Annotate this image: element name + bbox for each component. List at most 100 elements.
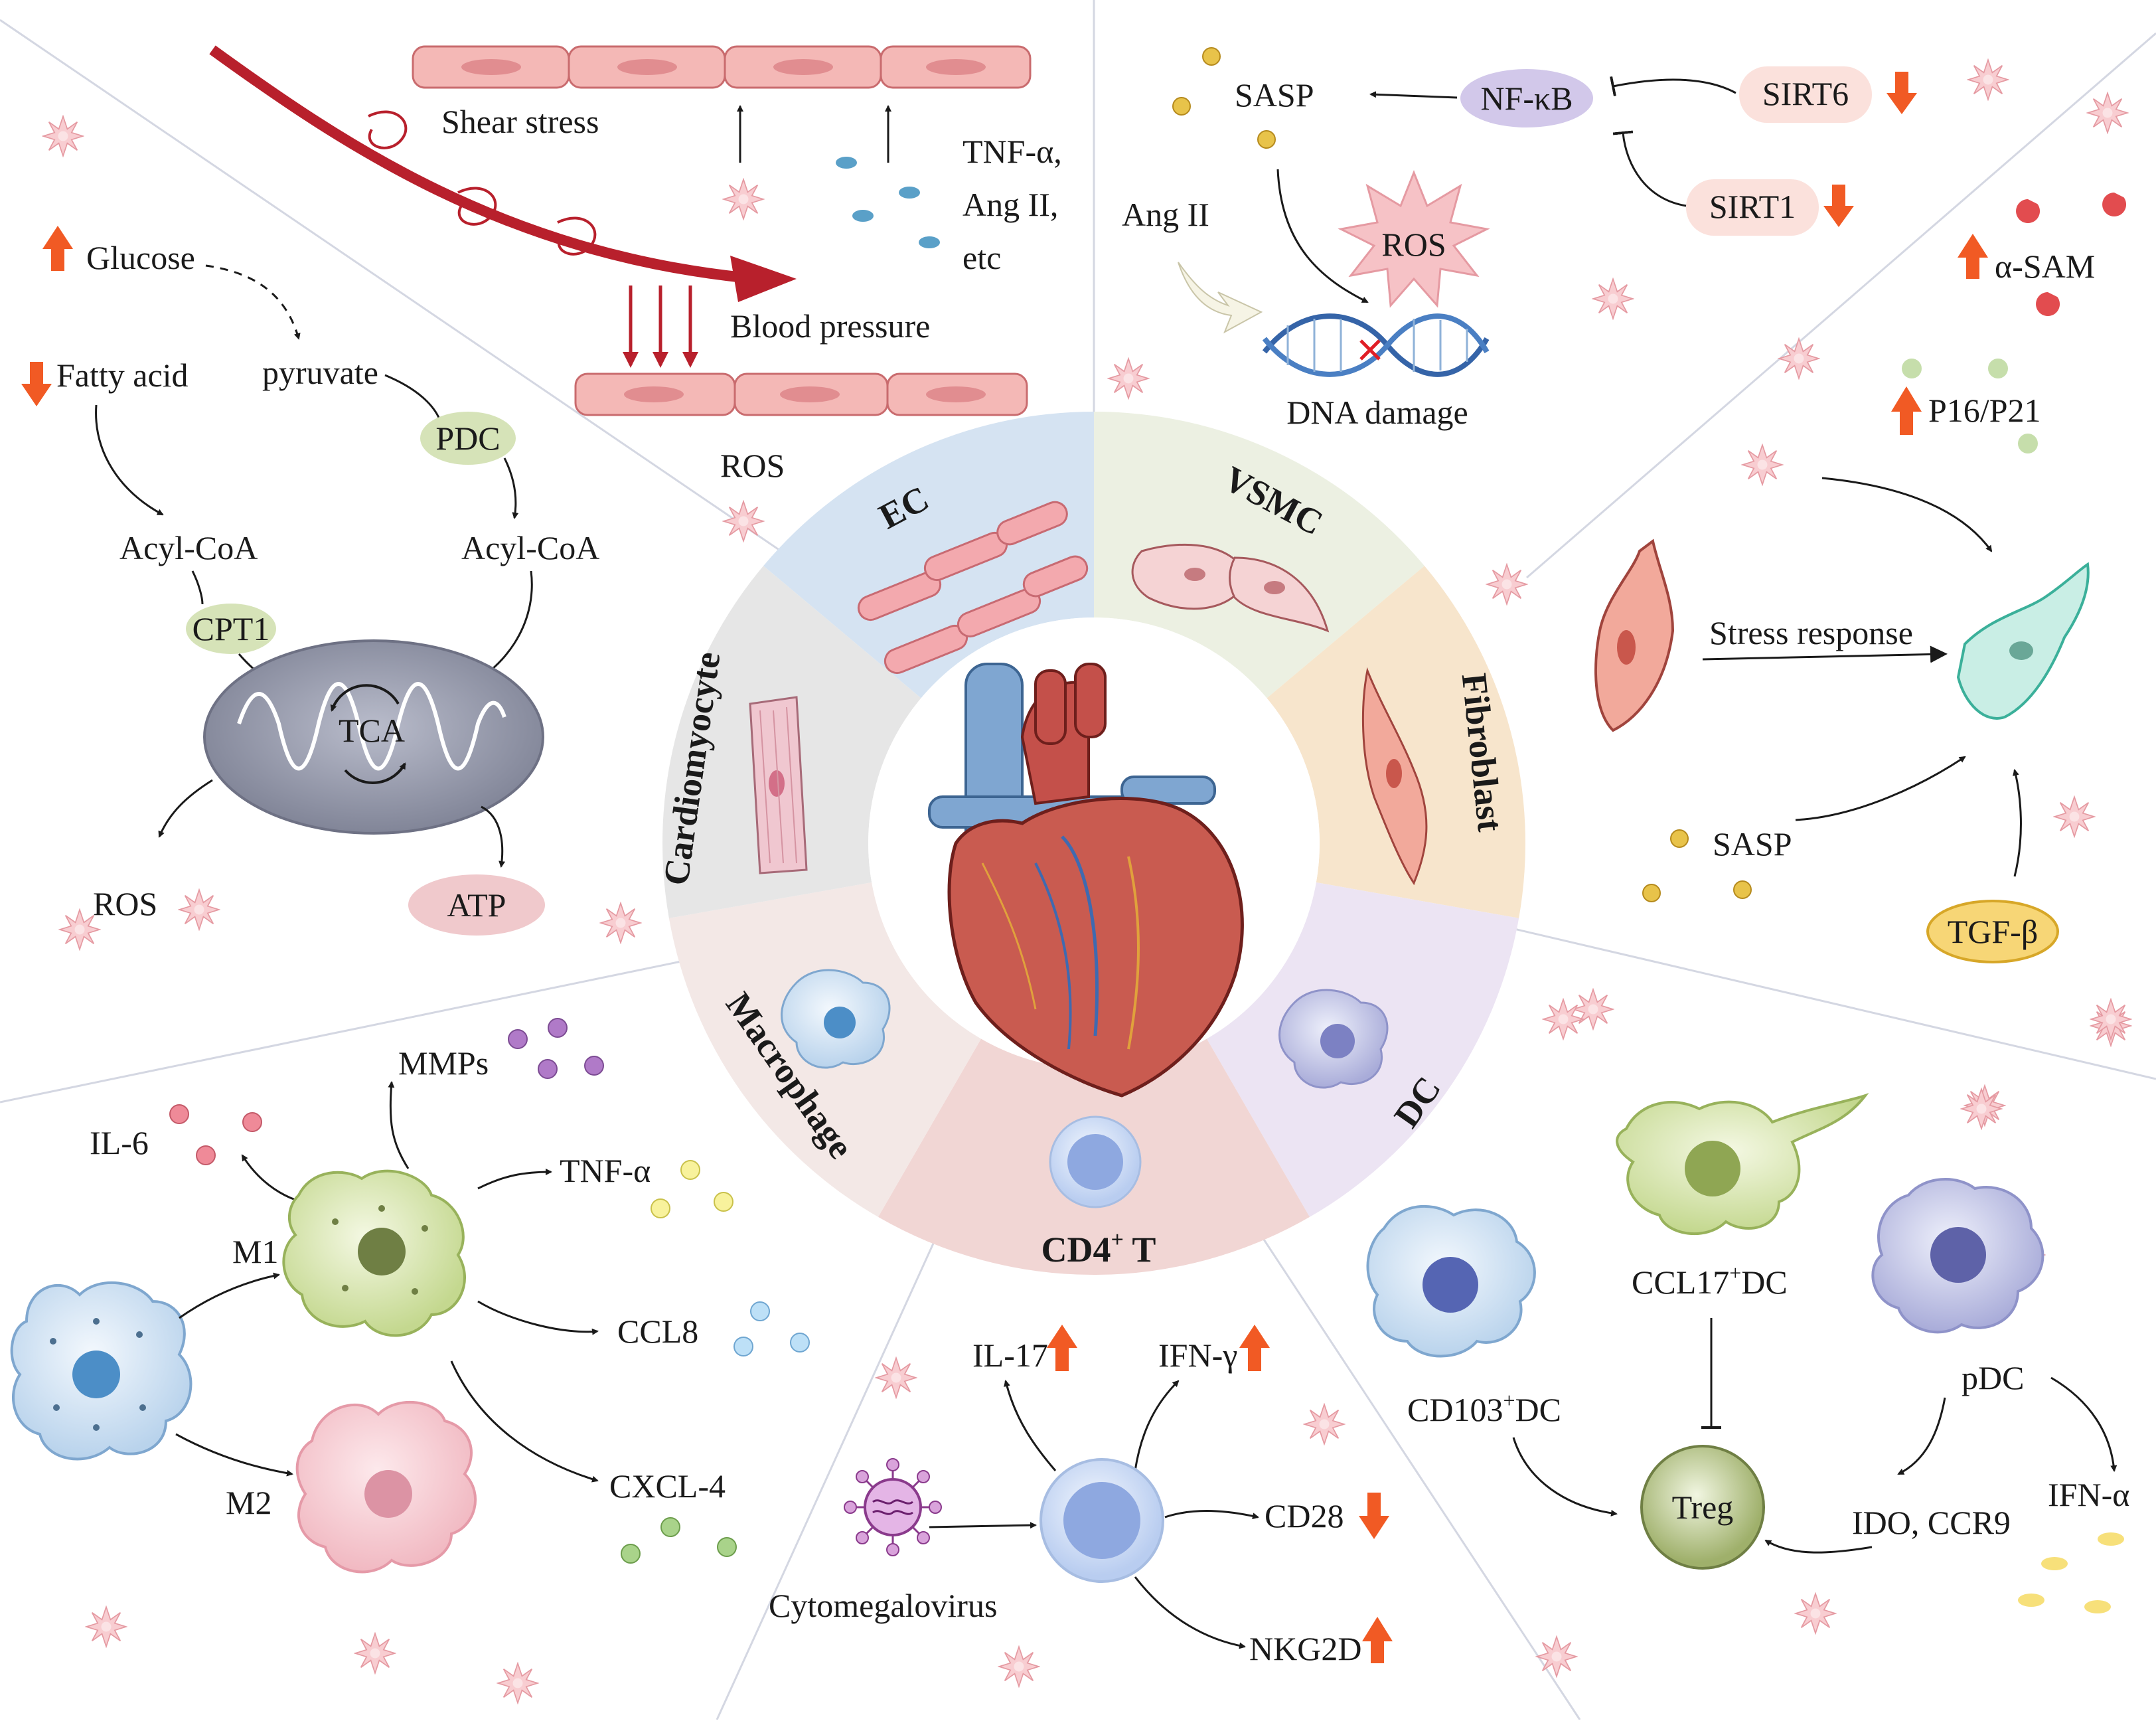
label-atp: ATP (447, 886, 506, 924)
cd4t-mini (1049, 1115, 1142, 1208)
sector-vsmc (1094, 412, 1424, 698)
nfkb-node (1460, 69, 1593, 127)
label-sirt6: SIRT6 (1762, 75, 1849, 112)
myofibroblast-cell (1956, 562, 2090, 720)
up-arrow-il17 (1047, 1325, 1077, 1371)
ros-star-icon (876, 1357, 917, 1398)
ros-star-icon (2087, 92, 2128, 133)
vsmc-panel: SASP NF-κB SIRT6 SIRT1 Ang II ROS DNA da… (1122, 47, 1917, 431)
wheel-label-cd4t: CD4+ T (1041, 1228, 1156, 1270)
label-shear-stress: Shear stress (441, 103, 599, 140)
label-stress-response: Stress response (1709, 614, 1913, 651)
ros-star-icon (723, 501, 764, 542)
label-ros-cardio: ROS (93, 885, 157, 922)
ros-star-icon (1795, 1593, 1836, 1634)
label-glucose: Glucose (86, 239, 195, 276)
ros-star-icon (1742, 444, 1783, 485)
ros-star-icon (354, 1633, 396, 1674)
label-il6: IL-6 (90, 1124, 149, 1161)
ros-star-icon (2090, 999, 2131, 1040)
label-cmv: Cytomegalovirus (769, 1587, 997, 1624)
label-cpt1: CPT1 (193, 610, 270, 647)
cardiomyocyte-panel: Glucose Fatty acid pyruvate PDC Acyl-CoA… (21, 226, 599, 936)
label-fatty-acid: Fatty acid (56, 357, 189, 394)
up-arrow-glucose (42, 226, 73, 271)
ros-star-icon (723, 179, 764, 220)
ros-star-icon (86, 1606, 127, 1647)
label-etc: etc (963, 239, 1001, 276)
ros-starburst-vsmc (1338, 169, 1490, 308)
label-sasp-fib: SASP (1713, 825, 1792, 862)
label-il17: IL-17 (972, 1337, 1048, 1374)
label-acyl-coa-left: Acyl-CoA (119, 529, 258, 566)
label-cxcl4: CXCL-4 (609, 1467, 726, 1505)
ros-star-icon (600, 902, 641, 944)
ros-star-icon (2054, 796, 2095, 837)
sasp-dots-fib (1642, 829, 1752, 902)
mitochondrion (203, 639, 544, 835)
label-sirt1: SIRT1 (1709, 188, 1796, 225)
ros-star-icon (1543, 999, 1584, 1040)
label-tca: TCA (339, 712, 405, 749)
shear-swirls (368, 110, 597, 256)
label-acyl-coa-right: Acyl-CoA (461, 529, 599, 566)
fibroblast-cell-mini (1361, 667, 1428, 886)
label-ccl17dc: CCL17+DC (1632, 1261, 1788, 1301)
down-arrow-cd28 (1359, 1493, 1389, 1539)
blood-flow-arrow (209, 45, 744, 283)
pdc-node (420, 412, 516, 465)
up-arrow-nkg2d (1362, 1617, 1393, 1663)
down-arrow-fatty-acid (21, 362, 52, 406)
ros-star-icon (1967, 59, 2009, 100)
sasp-dots-vsmc (1172, 47, 1276, 149)
label-mmps: MMPs (398, 1044, 489, 1082)
label-tnf: TNF-α, (963, 133, 1062, 170)
label-ang2: Ang II, (963, 186, 1058, 223)
label-ccl8: CCL8 (617, 1313, 698, 1350)
macrophage-mini (781, 969, 891, 1069)
label-m1: M1 (232, 1233, 278, 1270)
ros-star-icon (1486, 564, 1527, 605)
label-nkg2d: NKG2D (1249, 1630, 1361, 1667)
atp-node (408, 874, 545, 936)
ros-star-icon (1573, 989, 1614, 1030)
dc-mini (1278, 989, 1389, 1089)
label-pyruvate: pyruvate (262, 354, 378, 391)
label-p16p21: P16/P21 (1928, 392, 2041, 429)
down-arrow-sirt6 (1887, 72, 1917, 114)
label-ang2-vsmc: Ang II (1122, 196, 1209, 233)
up-arrow-asam (1958, 234, 1988, 279)
fibroblast-panel: α-SAM P16/P21 Stress response SASP TGF-β (1594, 186, 2127, 963)
label-pdc: pDC (1962, 1359, 2024, 1396)
ros-star-icon (1592, 278, 1634, 319)
cd4t-panel: IL-17 IFN-γ CD28 NKG2D Cytomegalovirus (769, 1325, 1393, 1667)
label-m2: M2 (226, 1484, 271, 1521)
label-cd28: CD28 (1265, 1497, 1344, 1534)
ros-star-icon (497, 1663, 538, 1704)
ros-star-icon (1304, 1404, 1345, 1445)
heart-illustration (928, 663, 1244, 1098)
ros-star-icon (42, 116, 84, 157)
ros-star-icon (179, 889, 220, 930)
dc-panel: CCL17+DC CD103+DC pDC Treg IDO, CCR9 IFN… (1366, 1093, 2129, 1613)
sirt1-node (1686, 179, 1819, 236)
label-blood-pressure: Blood pressure (730, 307, 930, 345)
label-tnfa-mac: TNF-α (560, 1152, 651, 1189)
ccl17-dc-cell (1616, 1093, 1869, 1236)
label-ros-ec: ROS (720, 447, 785, 484)
macrophage-panel: MMPs IL-6 TNF-α M1 CCL8 CXCL-4 (10, 1018, 810, 1574)
treg-cell (1640, 1445, 1765, 1570)
label-cd103dc: CD103+DC (1407, 1388, 1561, 1428)
dna-helix (1262, 313, 1490, 377)
ros-star-icon (1778, 338, 1819, 379)
sirt6-node (1739, 66, 1872, 123)
label-ifng: IFN-γ (1158, 1337, 1237, 1374)
dna-damage-x (1359, 339, 1381, 361)
up-arrow-ifng (1239, 1325, 1270, 1371)
label-ifna: IFN-α (2048, 1476, 2129, 1513)
ros-star-icon (1536, 1636, 1577, 1677)
label-tgfb: TGF-β (1948, 913, 2039, 950)
